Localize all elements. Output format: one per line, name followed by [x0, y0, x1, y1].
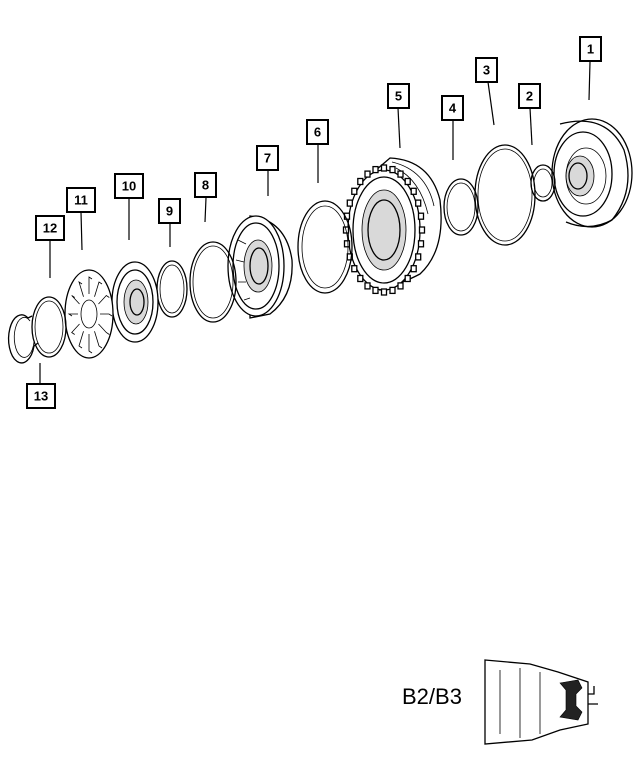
spline-tooth — [417, 240, 425, 248]
part-11-spring-plate[interactable] — [64, 269, 114, 359]
callout-5: 5 — [387, 83, 410, 109]
spring-tab — [71, 323, 80, 335]
spline-tooth — [418, 226, 426, 234]
callout-label: 2 — [526, 89, 533, 104]
callout-7: 7 — [256, 145, 279, 171]
callout-label: 5 — [395, 89, 402, 104]
spline-tooth — [346, 199, 353, 207]
spring-tab — [71, 295, 80, 305]
spline-tooth — [415, 253, 422, 261]
spline-tooth — [364, 282, 371, 290]
callout-8: 8 — [194, 172, 217, 198]
spline-tooth — [417, 212, 425, 220]
callout-label: 6 — [314, 125, 321, 140]
part-12-ring[interactable] — [31, 296, 67, 358]
spline-tooth — [415, 199, 422, 207]
callout-label: 4 — [449, 101, 457, 116]
callout-label: 8 — [202, 178, 209, 193]
variant-label: B2/B3 — [402, 684, 462, 709]
spline-tooth — [404, 177, 411, 186]
spring-tab — [78, 281, 84, 297]
spring-tab — [78, 331, 84, 349]
part-8-ring[interactable] — [189, 241, 237, 323]
callout-2: 2 — [518, 83, 541, 109]
spring-tab — [94, 331, 103, 349]
spline-tooth — [380, 288, 388, 296]
spline-tooth — [380, 164, 388, 172]
spring-tab — [88, 276, 93, 294]
spring-tab — [100, 313, 113, 317]
callout-6: 6 — [306, 119, 329, 145]
part-9-ring[interactable] — [156, 260, 188, 318]
spline-tooth — [410, 265, 417, 273]
spline-tooth — [389, 286, 396, 295]
callout-label: 1 — [587, 42, 594, 57]
part-13-snap-ring[interactable] — [7, 314, 39, 364]
transmission-locator-icon — [484, 659, 598, 745]
spline-tooth — [351, 187, 358, 195]
callout-10: 10 — [114, 173, 144, 199]
part-10-retainer[interactable] — [111, 261, 159, 343]
part-6-ring[interactable] — [297, 200, 353, 294]
spline-tooth — [404, 274, 411, 283]
callout-13: 13 — [26, 383, 56, 409]
callout-label: 3 — [483, 63, 490, 78]
callout-label: 13 — [34, 389, 48, 404]
callout-4: 4 — [441, 95, 464, 121]
spring-tab — [98, 294, 110, 305]
spline-tooth — [357, 177, 364, 186]
leader-lines — [39, 61, 591, 385]
callout-11: 11 — [66, 187, 96, 213]
spring-tab — [94, 281, 103, 297]
part-5-splined-drum[interactable] — [342, 157, 442, 296]
spline-tooth — [397, 282, 404, 290]
callout-label: 10 — [122, 179, 136, 194]
callout-12: 12 — [35, 215, 65, 241]
callout-label: 11 — [74, 193, 88, 208]
spring-tab — [67, 313, 78, 317]
spline-tooth — [372, 165, 379, 174]
spline-tooth — [410, 187, 417, 195]
spline-tooth — [364, 170, 371, 178]
spline-tooth — [397, 170, 404, 178]
spline-tooth — [343, 240, 351, 248]
callout-label: 12 — [43, 221, 57, 236]
part-1-housing[interactable] — [551, 118, 633, 228]
spline-tooth — [389, 165, 396, 174]
spline-tooth — [372, 286, 379, 295]
spline-tooth — [351, 265, 358, 273]
callout-9: 9 — [158, 198, 181, 224]
callout-label: 7 — [264, 151, 271, 166]
callout-label: 9 — [166, 204, 173, 219]
spring-tab — [98, 323, 110, 335]
callout-1: 1 — [579, 36, 602, 62]
callout-3: 3 — [475, 57, 498, 83]
part-7-piston[interactable] — [227, 215, 293, 319]
spring-tab — [88, 334, 93, 354]
spring-tabs — [67, 276, 113, 354]
part-4-ring[interactable] — [443, 178, 479, 236]
spline-tooth — [357, 274, 364, 283]
part-3-snap-ring[interactable] — [474, 144, 536, 246]
